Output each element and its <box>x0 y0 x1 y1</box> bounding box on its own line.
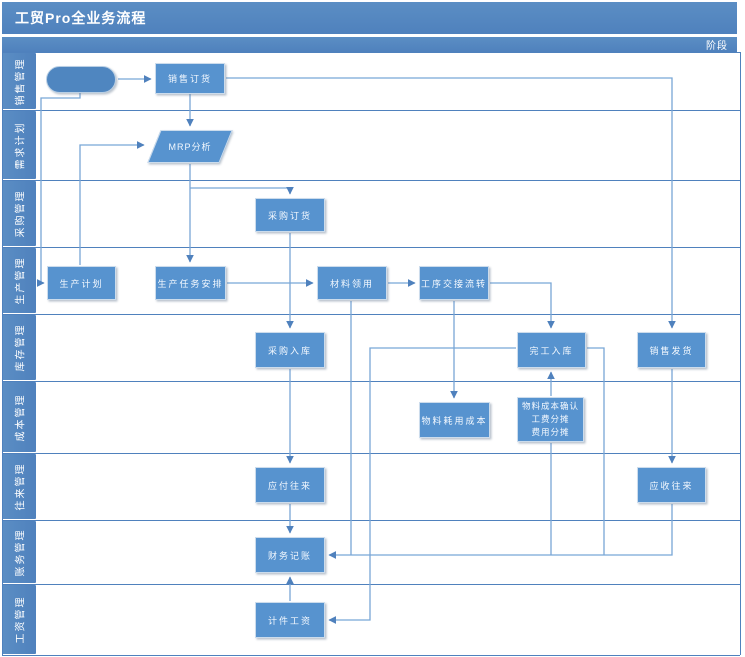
node-label: 生产任务安排 <box>157 278 224 289</box>
lane-label-production-mgmt: 生产管理 <box>2 248 36 313</box>
node-finished-inbound[interactable]: 完工入库 <box>517 332 586 368</box>
node-label: 计件工资 <box>267 615 312 626</box>
node-label: 工序交接流转 <box>420 278 487 289</box>
node-label: 采购入库 <box>267 345 312 356</box>
lane-frame-border <box>2 52 3 655</box>
node-label: 采购订货 <box>267 210 312 221</box>
node-receivable[interactable]: 应收往来 <box>637 467 706 503</box>
lane-divider <box>2 520 740 521</box>
node-material-cost[interactable]: 物料耗用成本 <box>419 402 490 438</box>
lane-divider <box>2 247 740 248</box>
node-label: 完工入库 <box>529 345 574 356</box>
lane-label-inventory-mgmt: 库存管理 <box>2 315 36 380</box>
lane-label-text: 采购管理 <box>15 189 27 238</box>
lane-divider <box>2 453 740 454</box>
node-label: 材料领用 <box>329 278 374 289</box>
lane-label-text: 成本管理 <box>15 393 27 441</box>
lane-label-text: 需求计划 <box>15 121 27 169</box>
node-production-plan[interactable]: 生产计划 <box>47 266 116 300</box>
node-label: 物料耗用成本 <box>421 415 488 426</box>
lane-label-sales-mgmt: 销售管理 <box>2 53 36 109</box>
node-piece-wage[interactable]: 计件工资 <box>255 602 325 638</box>
node-label: 财务记账 <box>267 550 312 561</box>
node-label: 应付往来 <box>267 480 312 491</box>
diagram-title: 工贸Pro全业务流程 <box>15 10 147 26</box>
lane-frame-border <box>740 52 741 655</box>
connector-start-to-production-plan <box>36 93 81 287</box>
node-production-task[interactable]: 生产任务安排 <box>155 266 226 300</box>
lane-label-text: 销售管理 <box>15 57 27 105</box>
node-label-line: 物料成本确认 <box>521 400 579 411</box>
lane-divider <box>2 110 740 111</box>
node-bookkeeping[interactable]: 财务记账 <box>255 537 325 573</box>
lane-label-demand-plan: 需求计划 <box>2 111 36 179</box>
lane-label-purchase-mgmt: 采购管理 <box>2 181 36 246</box>
node-mrp-analysis[interactable]: MRP分析 <box>147 130 233 163</box>
lane-divider <box>2 584 740 585</box>
node-label: 销售发货 <box>649 345 694 356</box>
node-label-line: 费用分摊 <box>531 427 570 438</box>
lane-label-text: 往来管理 <box>15 462 27 511</box>
lane-divider <box>2 314 740 315</box>
lane-label-accounting-mgmt: 账务管理 <box>2 521 36 583</box>
node-label-line: 工费分摊 <box>531 413 570 424</box>
lane-label-text: 库存管理 <box>15 323 27 372</box>
lane-label-text: 工资管理 <box>15 595 27 644</box>
lane-label-text: 账务管理 <box>15 528 27 576</box>
lane-divider <box>2 52 740 53</box>
node-sales-order[interactable]: 销售订货 <box>155 63 225 94</box>
lane-divider <box>2 381 740 382</box>
node-label: 生产计划 <box>59 278 104 289</box>
node-purchase-order[interactable]: 采购订货 <box>255 198 325 232</box>
node-sales-delivery[interactable]: 销售发货 <box>637 332 706 368</box>
connector-receivable-to-bookkeeping <box>328 504 673 559</box>
node-cost-confirm[interactable]: 物料成本确认工费分摊费用分摊 <box>517 397 584 442</box>
lane-label-payroll-mgmt: 工资管理 <box>2 585 36 654</box>
lane-label-text: 生产管理 <box>15 256 27 305</box>
lane-label-cost-mgmt: 成本管理 <box>2 382 36 452</box>
connector-mrp-to-purchase-order <box>190 186 294 195</box>
diagram-title-bar: 工贸Pro全业务流程 <box>2 2 737 34</box>
node-purchase-inbound[interactable]: 采购入库 <box>255 332 325 368</box>
lane-divider <box>2 655 740 656</box>
connector-process-to-finished-in <box>490 282 555 329</box>
node-start[interactable] <box>46 66 116 93</box>
node-process-handover[interactable]: 工序交接流转 <box>419 266 489 300</box>
connector-finished-in-to-piece-wage <box>328 347 516 624</box>
phase-label: 阶段 <box>706 41 728 52</box>
connector-finished-in-to-bookkeeping <box>587 347 605 555</box>
node-label: 应收往来 <box>649 480 694 491</box>
node-material-issue[interactable]: 材料领用 <box>317 266 387 300</box>
lane-divider <box>2 180 740 181</box>
node-payable[interactable]: 应付往来 <box>255 467 325 503</box>
lane-label-transaction-mgmt: 往来管理 <box>2 454 36 519</box>
node-label: MRP分析 <box>168 142 212 152</box>
node-label: 销售订货 <box>167 74 212 84</box>
phase-bar: 阶段 <box>2 37 737 52</box>
